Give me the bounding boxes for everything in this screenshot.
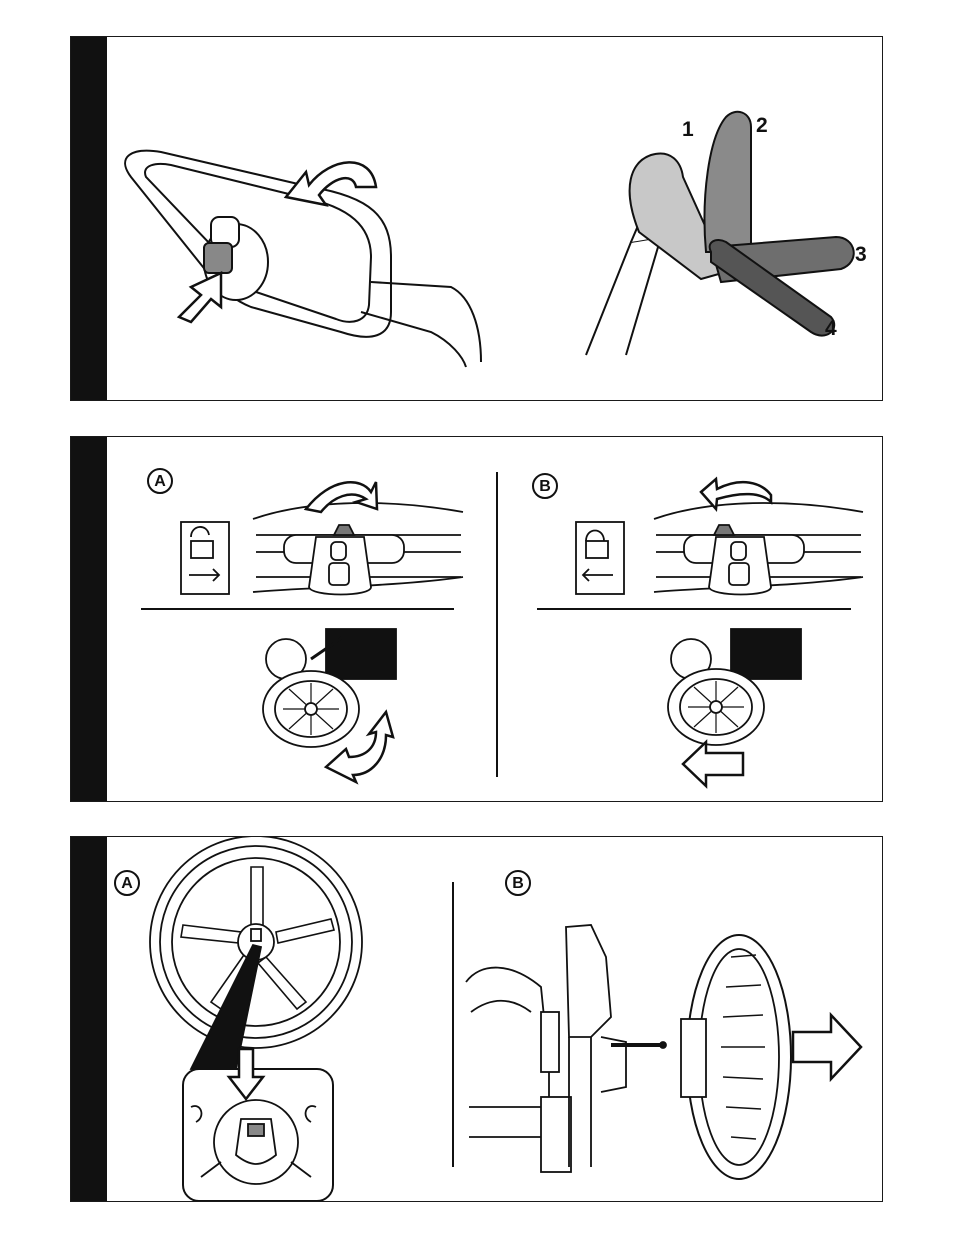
position-label-4: 4 (825, 318, 837, 339)
step-badge-a: A (147, 468, 173, 494)
wheel-removal-illustration (71, 837, 883, 1202)
panel-handle-adjust: 1 2 3 4 (70, 36, 883, 401)
panel-wheel-removal: A B (70, 836, 883, 1202)
position-label-3: 3 (855, 244, 867, 265)
swivel-lock-illustration (71, 437, 883, 802)
position-label-1: 1 (682, 119, 694, 140)
step-badge-a: A (114, 870, 140, 896)
step-badge-b: B (505, 870, 531, 896)
panel-wheel-swivel-lock: A B (70, 436, 883, 802)
position-label-2: 2 (756, 115, 768, 136)
handle-adjust-illustration (71, 37, 883, 401)
step-badge-b: B (532, 473, 558, 499)
